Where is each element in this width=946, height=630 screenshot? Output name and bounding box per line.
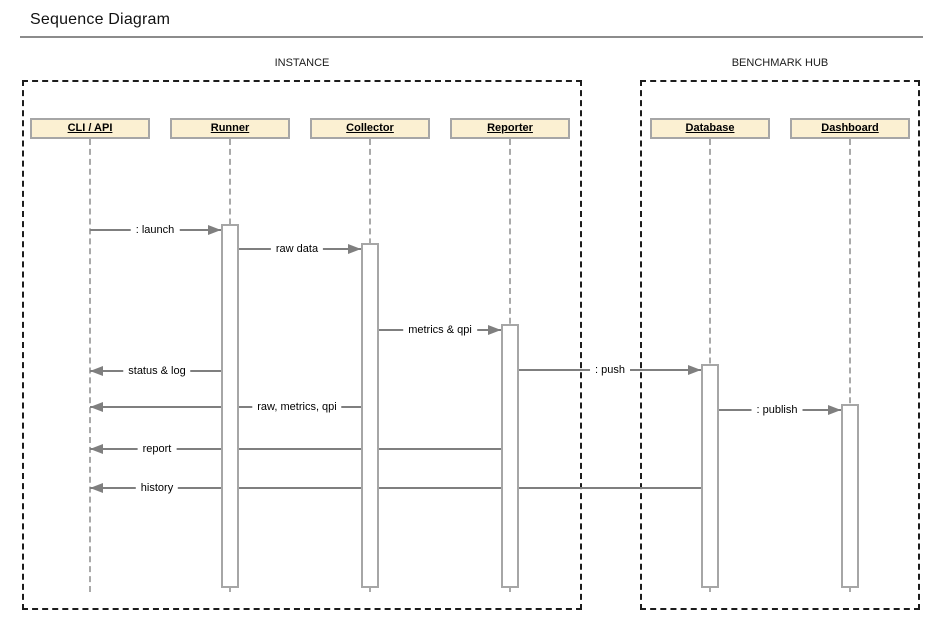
activation-runner xyxy=(221,224,239,588)
actor-box-cli-api: CLI / API xyxy=(30,118,150,139)
title-divider xyxy=(20,36,923,38)
message-raw-data-label: raw data xyxy=(270,243,324,255)
message-history-line xyxy=(90,487,701,489)
activation-dashboard xyxy=(841,404,859,588)
message-report-line xyxy=(90,448,501,450)
activation-collector xyxy=(361,243,379,588)
arrowhead-right-icon xyxy=(208,225,221,235)
message-status-log-label: status & log xyxy=(123,365,191,377)
message-metrics-qpi-label: metrics & qpi xyxy=(403,324,477,336)
arrowhead-left-icon xyxy=(90,402,103,412)
frame-label-benchmark-hub: BENCHMARK HUB xyxy=(731,57,829,69)
message-raw-metrics-qpi-label: raw, metrics, qpi xyxy=(252,401,342,413)
message-history-label: history xyxy=(135,482,179,494)
arrowhead-right-icon xyxy=(688,365,701,375)
actor-box-collector: Collector xyxy=(310,118,430,139)
lifeline-dashboard xyxy=(849,139,851,592)
actor-box-database: Database xyxy=(650,118,770,139)
message-publish-label: : publish xyxy=(751,404,803,416)
frame-benchmark-hub xyxy=(640,80,920,610)
message-launch-label: : launch xyxy=(130,224,180,236)
arrowhead-left-icon xyxy=(90,483,103,493)
message-push-label: : push xyxy=(590,364,630,376)
arrowhead-right-icon xyxy=(488,325,501,335)
frame-instance xyxy=(22,80,582,610)
actor-box-dashboard: Dashboard xyxy=(790,118,910,139)
activation-database xyxy=(701,364,719,588)
lifeline-cli-api xyxy=(89,139,91,592)
arrowhead-left-icon xyxy=(90,444,103,454)
arrowhead-left-icon xyxy=(90,366,103,376)
arrowhead-right-icon xyxy=(348,244,361,254)
actor-box-runner: Runner xyxy=(170,118,290,139)
message-report-label: report xyxy=(137,443,177,455)
actor-box-reporter: Reporter xyxy=(450,118,570,139)
frame-label-instance: INSTANCE xyxy=(274,57,330,69)
arrowhead-right-icon xyxy=(828,405,841,415)
activation-reporter xyxy=(501,324,519,588)
page-title: Sequence Diagram xyxy=(30,11,171,28)
